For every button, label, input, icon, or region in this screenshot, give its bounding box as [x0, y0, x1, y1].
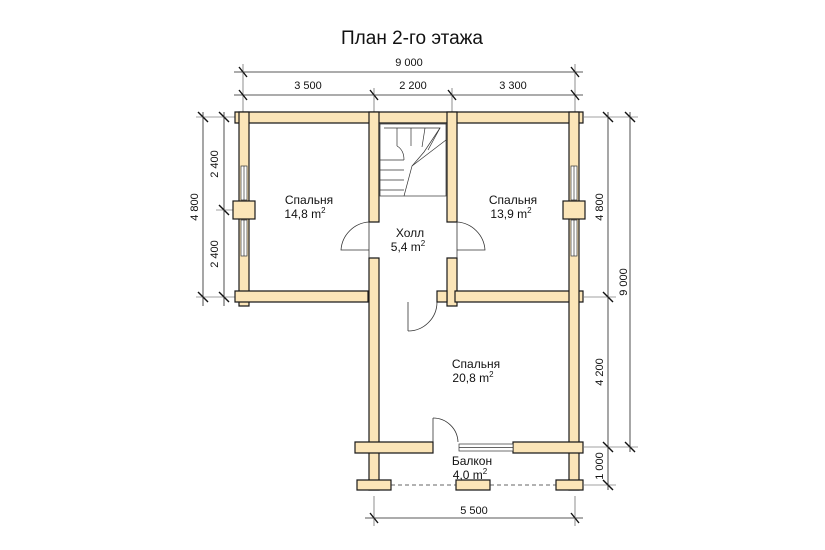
dim-right-low: 1 000 [594, 452, 606, 480]
room-area: 4,0 m2 [453, 467, 488, 482]
room-name: Холл [396, 226, 424, 240]
room-area: 13,9 m2 [490, 206, 532, 221]
room-bedroom-bottom: Спальня 20,8 m2 [452, 357, 500, 385]
dim-top-right: 3 300 [499, 80, 527, 92]
windows [240, 165, 578, 486]
walls [232, 111, 586, 491]
doors [340, 221, 486, 443]
room-name: Спальня [489, 193, 537, 207]
room-bedroom-right: Спальня 13,9 m2 [489, 193, 537, 221]
dim-right-upper: 4 800 [594, 193, 606, 221]
plan-title: План 2-го этажа [341, 28, 483, 49]
room-name: Спальня [452, 357, 500, 371]
dim-left-lower: 2 400 [209, 240, 221, 268]
dim-right-total: 9 000 [618, 268, 630, 296]
dim-bottom: 5 500 [460, 505, 488, 517]
dim-right-mid: 4 200 [594, 358, 606, 386]
room-hall: Холл 5,4 m2 [391, 226, 426, 254]
dimension-lines [196, 64, 638, 526]
dim-top-left: 3 500 [294, 80, 322, 92]
dim-left-total: 4 800 [189, 193, 201, 221]
room-balcony: Балкон 4,0 m2 [452, 454, 492, 482]
room-name: Спальня [285, 193, 333, 207]
dim-left-upper: 2 400 [209, 150, 221, 178]
room-name: Балкон [452, 454, 492, 468]
room-area: 14,8 m2 [284, 206, 326, 221]
room-area: 5,4 m2 [391, 239, 426, 254]
room-area: 20,8 m2 [452, 370, 494, 385]
staircase [379, 123, 447, 197]
dim-top-total: 9 000 [395, 57, 423, 69]
dim-top-mid: 2 200 [399, 80, 427, 92]
room-bedroom-left: Спальня 14,8 m2 [284, 193, 333, 221]
